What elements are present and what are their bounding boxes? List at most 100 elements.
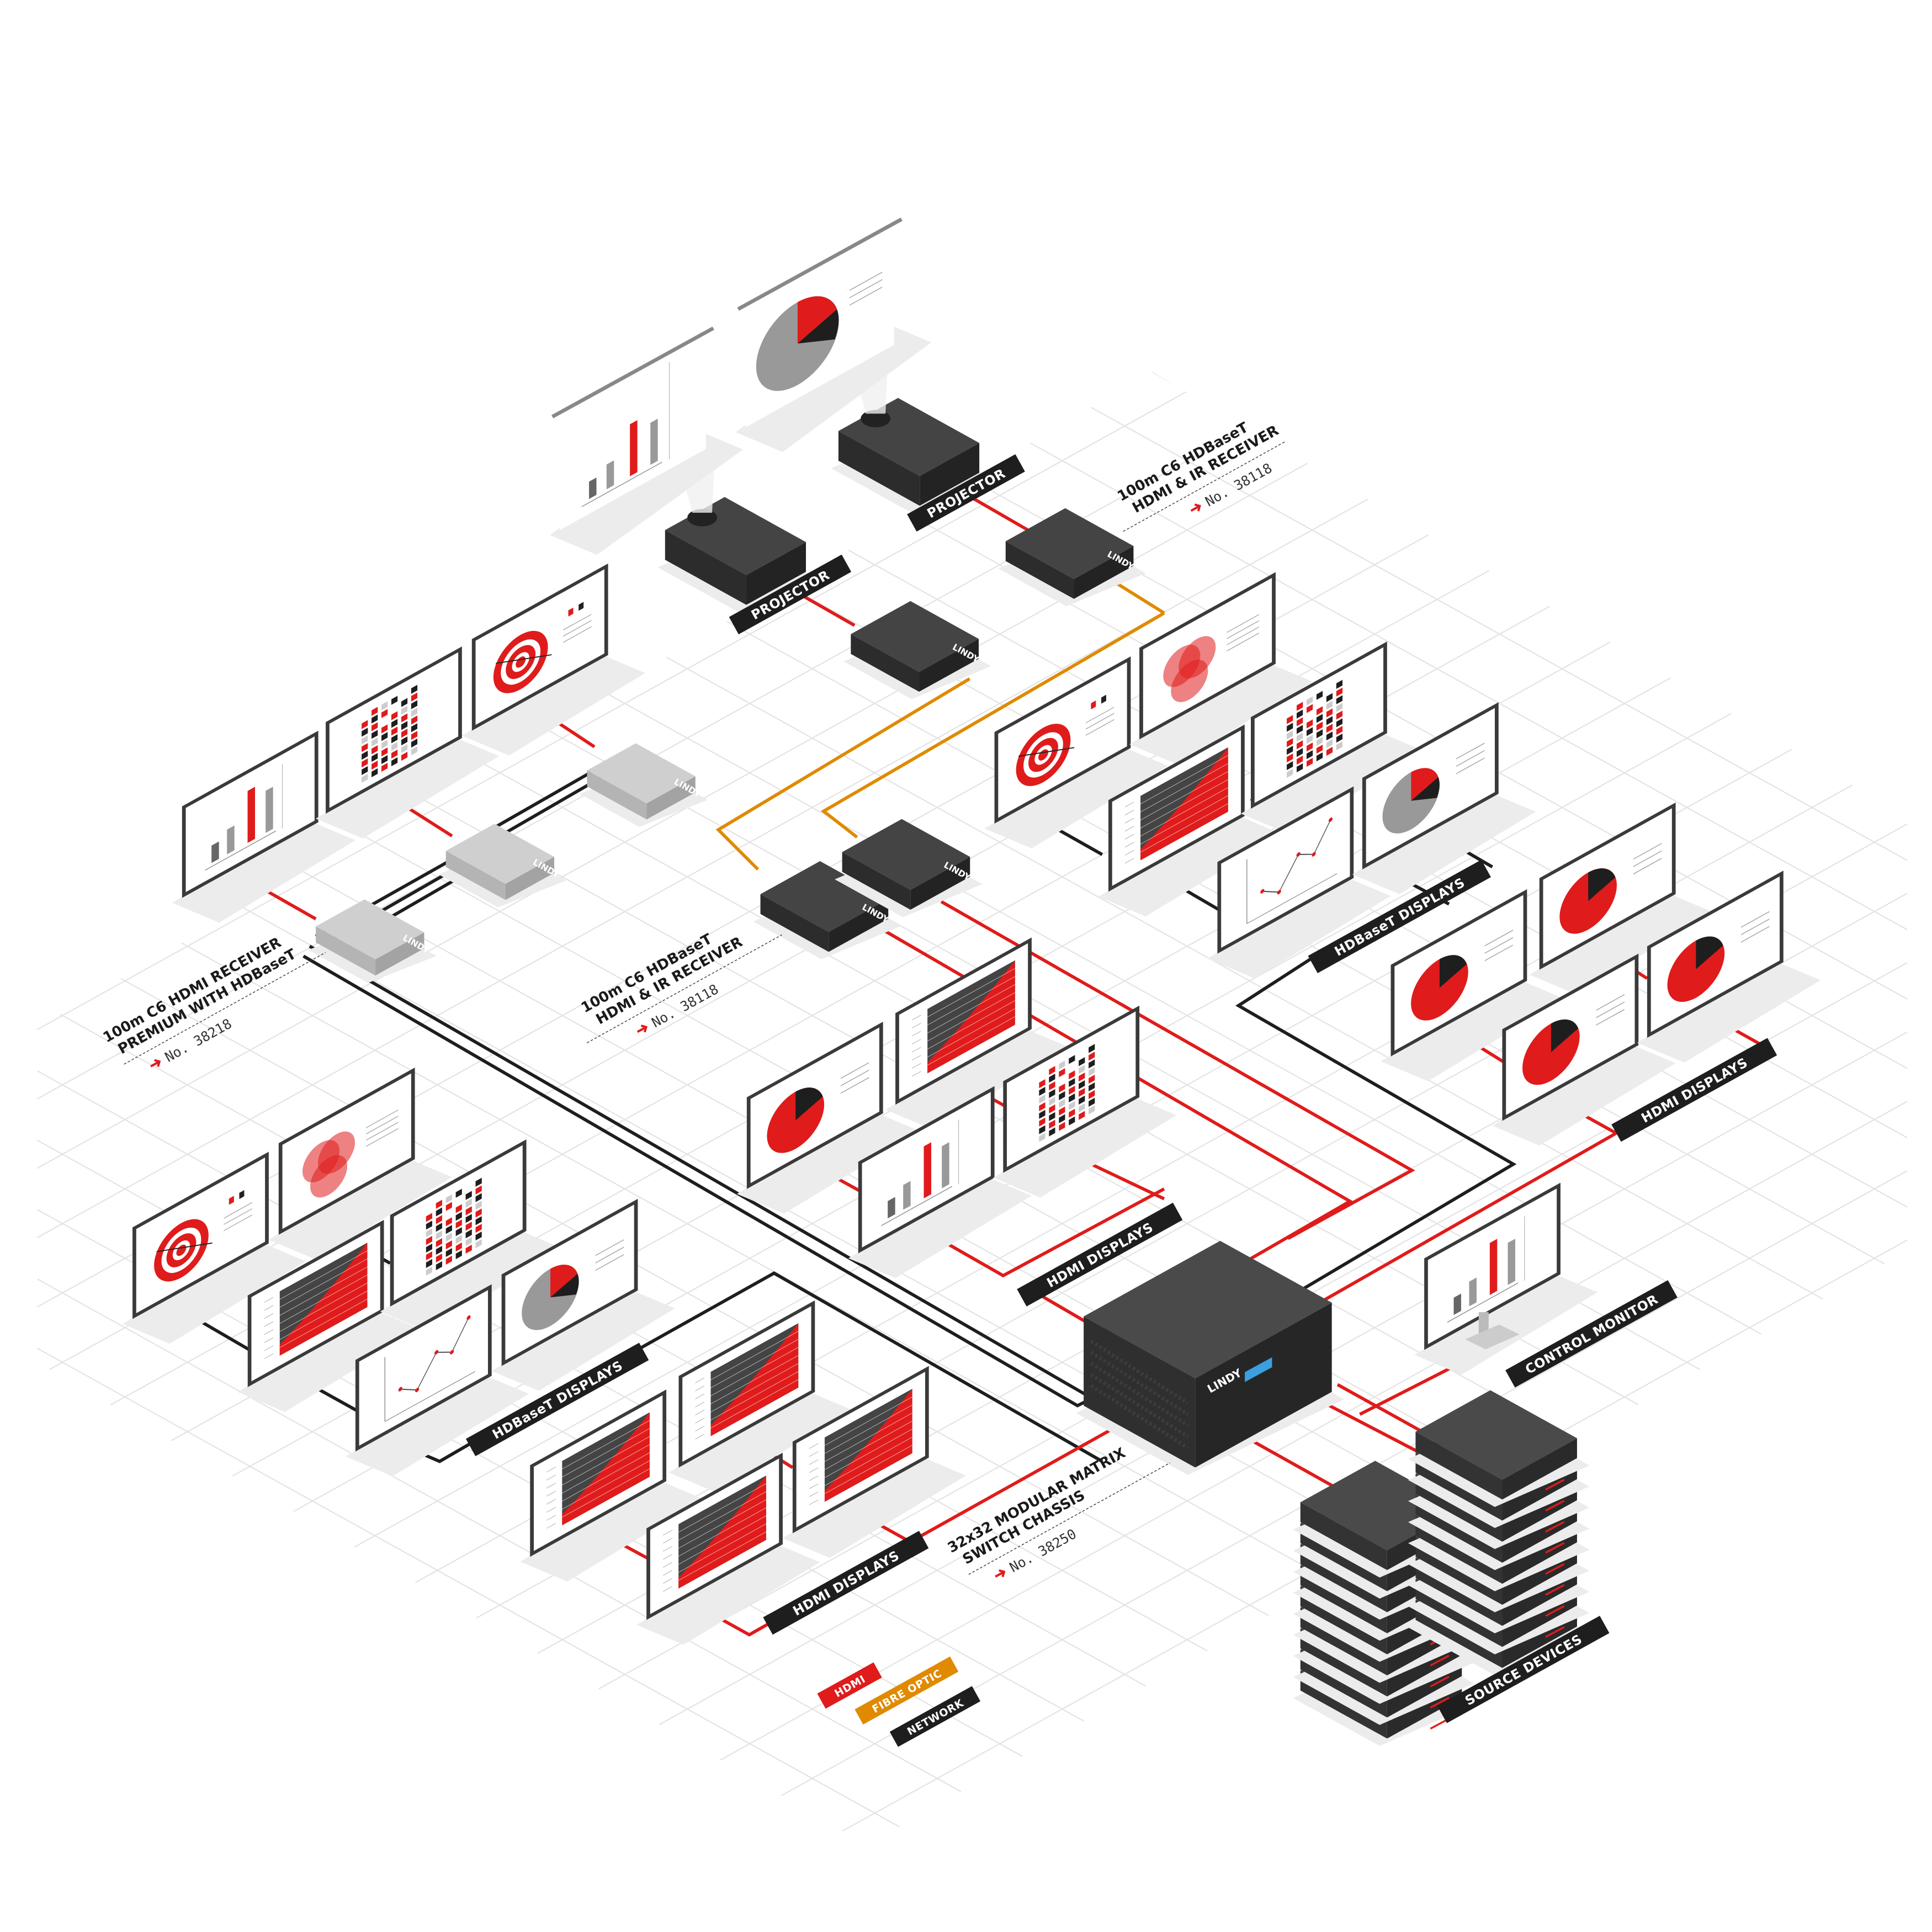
screen-content [1125, 747, 1228, 864]
screen-content [581, 362, 670, 507]
annotation-line1: 100m C6 HDMI RECEIVER [100, 934, 284, 1046]
gridline [678, 1523, 766, 1573]
side-face [851, 634, 920, 692]
chart-mark [465, 1191, 472, 1200]
tick [546, 1523, 556, 1529]
annotation-receiver-38118-top: 100m C6 HDBaseT HDMI & IR RECEIVER No. 3… [1114, 419, 1286, 532]
hdmi-cable [971, 496, 1029, 532]
screen-content [912, 960, 1015, 1077]
data-point [398, 1387, 402, 1392]
front-face [1195, 1302, 1332, 1468]
legend-line [1456, 742, 1485, 760]
chart-mark [1316, 729, 1323, 739]
chart-mark [1089, 1074, 1095, 1084]
projection-screen [735, 217, 932, 452]
chart-mark [465, 1214, 472, 1223]
display-top-left-displays [172, 730, 355, 923]
chart-mark [475, 1239, 482, 1249]
display-screen [251, 1225, 380, 1382]
shadow [345, 1374, 529, 1477]
shadow [1492, 1043, 1676, 1146]
legend-line [840, 1062, 869, 1079]
legend-line [1227, 626, 1259, 645]
gridline [562, 1428, 650, 1478]
screen-content [384, 1315, 475, 1422]
screen-content [522, 1239, 624, 1330]
grid-line [37, 1625, 433, 1845]
legend-line [1484, 937, 1513, 954]
grid-line [1401, 371, 1908, 653]
tick [1125, 818, 1134, 824]
hdmi-cable [1312, 1132, 1617, 1308]
display-screen [1007, 1011, 1136, 1167]
legend-line [1227, 614, 1259, 633]
chart-mark [1039, 1133, 1045, 1142]
chart-mark [475, 1185, 482, 1195]
chart-mark [1069, 1108, 1075, 1118]
gridline [710, 1339, 799, 1388]
legend-line [1741, 926, 1770, 943]
data-point [1277, 890, 1281, 895]
display-hdmi-center [736, 1021, 920, 1214]
screen-content [1163, 614, 1259, 702]
chart-mark [445, 1217, 452, 1227]
gridline [824, 1413, 912, 1462]
chart-mark [1049, 1066, 1055, 1075]
front-face [920, 443, 980, 506]
front-face [375, 932, 424, 976]
projector-lens [687, 509, 718, 527]
front-face [1074, 546, 1134, 599]
tick [912, 1022, 921, 1029]
chart-mark [455, 1212, 462, 1221]
pie-slice [1588, 868, 1616, 901]
display-hdbaset-right [984, 656, 1168, 848]
top-face [1084, 1240, 1332, 1379]
chart-mark [1316, 737, 1323, 746]
tick [809, 1459, 819, 1465]
network-cable [640, 1271, 1103, 1463]
chart-mark [1306, 727, 1313, 736]
chart-mark [391, 734, 398, 744]
chart-axis [881, 1186, 952, 1227]
legend-line [366, 1122, 399, 1141]
chart-mark [391, 726, 398, 736]
display-top-left-displays [316, 646, 500, 838]
display-hdmi-center [993, 1005, 1177, 1198]
status-led [1545, 1479, 1565, 1491]
control-monitor [1414, 1182, 1598, 1375]
chart-mark [1297, 755, 1303, 765]
tick [809, 1451, 819, 1457]
side-face [1005, 541, 1074, 599]
screen-roller [737, 217, 903, 311]
chart-mark [411, 700, 418, 709]
chart-mark [465, 1244, 472, 1254]
legend-line [1484, 944, 1513, 962]
legend-line [1741, 918, 1770, 936]
tick [695, 1402, 704, 1408]
screen-content [154, 1190, 252, 1282]
chart-mark [1489, 1239, 1498, 1295]
chart-mark [391, 757, 398, 767]
source-device-unit [1408, 1390, 1590, 1507]
shadow [316, 736, 500, 838]
chart-mark [1039, 1117, 1045, 1127]
chart-mark [426, 1259, 433, 1268]
legend-line [850, 286, 883, 306]
hdmi-cable [1244, 1435, 1339, 1490]
display-hdbaset-left [237, 1219, 421, 1412]
chart-mark [1469, 1277, 1477, 1307]
display-hdbaset-left [491, 1198, 675, 1391]
chart-mark [362, 735, 368, 745]
chart-mark [1297, 702, 1303, 711]
grid-line [901, 371, 1908, 931]
hdbaset-receiver: LINDY [998, 508, 1146, 607]
chart-mark [1326, 731, 1333, 741]
screen-content [1039, 1044, 1095, 1142]
display-screen [560, 332, 706, 530]
legend-line [1456, 757, 1485, 774]
chart-mark [426, 1228, 433, 1238]
monitor-base [1465, 1324, 1520, 1350]
screen-content [695, 1323, 799, 1440]
fibre-cable [715, 677, 971, 871]
chart-mark [426, 1251, 433, 1261]
